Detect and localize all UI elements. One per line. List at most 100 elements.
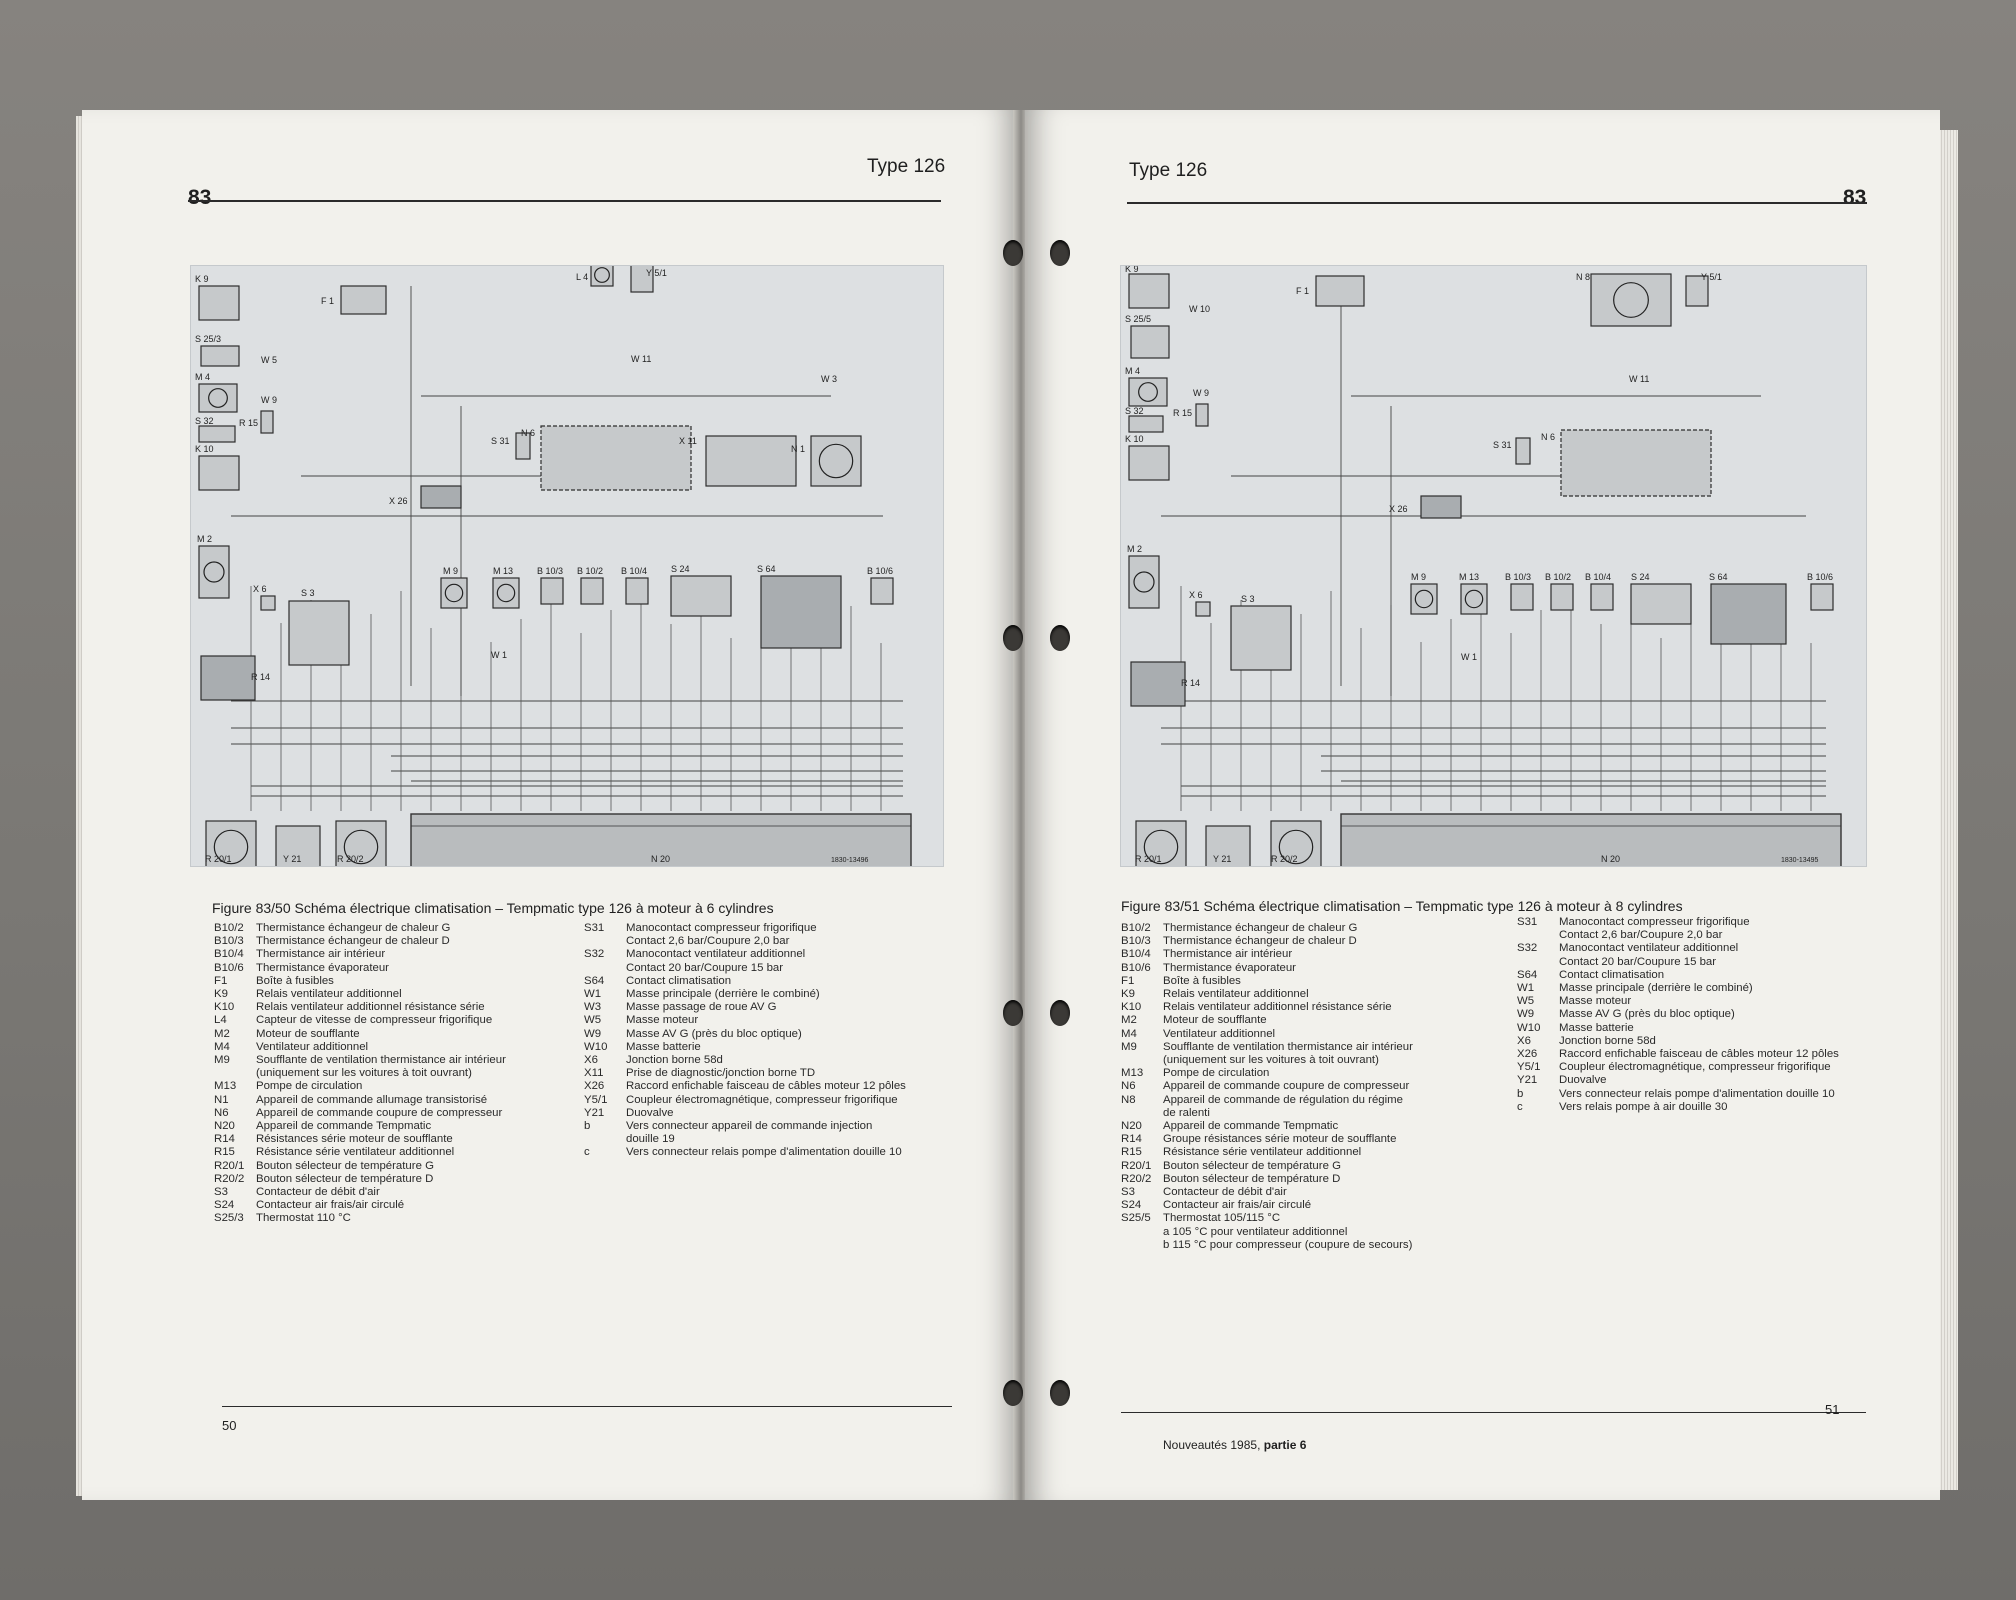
component-label: S 31 bbox=[491, 436, 510, 446]
legend-description: Appareil de commande coupure de compress… bbox=[1163, 1080, 1410, 1093]
legend-code bbox=[1517, 929, 1559, 942]
legend-code: M2 bbox=[1121, 1014, 1137, 1027]
component-box bbox=[1420, 495, 1462, 519]
legend-description: Contacteur de débit d'air bbox=[1163, 1186, 1287, 1199]
legend-description: douille 19 bbox=[626, 1133, 675, 1146]
legend-code bbox=[584, 1133, 626, 1146]
legend-code bbox=[1517, 956, 1559, 969]
component-label: S 24 bbox=[1631, 572, 1650, 582]
component-symbol bbox=[1613, 282, 1649, 318]
legend-description: Masse moteur bbox=[1559, 995, 1632, 1008]
component-box bbox=[1550, 583, 1574, 611]
legend-description: Masse batterie bbox=[1559, 1021, 1634, 1034]
legend-description: Groupe résistances série moteur de souff… bbox=[1163, 1133, 1397, 1146]
legend-description: Bouton sélecteur de température D bbox=[1163, 1172, 1341, 1185]
legend-description: Masse principale (derrière le combiné) bbox=[626, 988, 820, 1001]
legend-code: F1 bbox=[214, 974, 228, 987]
component-label: N 8 bbox=[1576, 272, 1590, 282]
component-symbol bbox=[496, 583, 516, 603]
legend-description: b 115 °C pour compresseur (coupure de se… bbox=[1163, 1238, 1413, 1251]
control-unit-box bbox=[410, 813, 912, 866]
legend-code: N6 bbox=[1121, 1080, 1136, 1093]
chapter-number: 83 bbox=[1843, 186, 1867, 209]
legend-code bbox=[584, 962, 626, 975]
component-label: Y 21 bbox=[1213, 854, 1231, 864]
legend-description: (uniquement sur les voitures à toit ouvr… bbox=[256, 1067, 472, 1080]
legend-description: Appareil de commande Tempmatic bbox=[1163, 1120, 1339, 1133]
legend-item: Contact 20 bar/Coupure 15 bar bbox=[1517, 956, 1839, 969]
legend-description: Thermistance air intérieur bbox=[1163, 948, 1293, 961]
legend-code: X11 bbox=[584, 1067, 604, 1080]
legend-description: a 105 °C pour ventilateur additionnel bbox=[1163, 1225, 1348, 1238]
legend-description: Duovalve bbox=[626, 1106, 674, 1119]
page-number: 51 bbox=[1825, 1402, 1840, 1417]
legend-description: Contact climatisation bbox=[626, 974, 732, 987]
legend-description: Thermistance évaporateur bbox=[256, 961, 389, 974]
binder-hole bbox=[1003, 1380, 1023, 1406]
component-label: K 10 bbox=[195, 444, 214, 454]
legend-description: Capteur de vitesse de compresseur frigor… bbox=[256, 1014, 493, 1027]
legend-code: S31 bbox=[1517, 916, 1538, 928]
legend-description: Pompe de circulation bbox=[256, 1080, 363, 1093]
component-box bbox=[260, 410, 274, 434]
legend-code: b bbox=[1517, 1087, 1524, 1100]
legend-code: M13 bbox=[1121, 1067, 1144, 1080]
legend-description: Contacteur air frais/air circulé bbox=[256, 1199, 405, 1212]
legend-code: B10/6 bbox=[214, 961, 244, 974]
legend-code: B10/3 bbox=[214, 935, 244, 948]
legend-code: S25/5 bbox=[1121, 1212, 1151, 1225]
legend-description: Relais ventilateur additionnel résistanc… bbox=[1163, 1001, 1392, 1014]
type-title: Type 126 bbox=[867, 156, 946, 177]
component-label: N 6 bbox=[1541, 432, 1555, 442]
component-box bbox=[1130, 661, 1186, 707]
legend-description: Manocontact ventilateur additionnel bbox=[626, 948, 806, 961]
chapter-number: 83 bbox=[188, 186, 212, 209]
legend-description: Vers connecteur relais pompe d'alimentat… bbox=[626, 1146, 902, 1159]
component-label: B 10/6 bbox=[867, 566, 893, 576]
component-label: X 26 bbox=[1389, 504, 1408, 514]
component-label: M 2 bbox=[1127, 544, 1142, 554]
legend-description: Masse moteur bbox=[626, 1014, 699, 1027]
component-label: K 10 bbox=[1125, 434, 1144, 444]
component-label: R 20/2 bbox=[1271, 854, 1298, 864]
legend-description: Contacteur air frais/air circulé bbox=[1163, 1199, 1312, 1212]
legend-code: b bbox=[584, 1120, 591, 1133]
header-rule bbox=[188, 200, 941, 202]
legend-code bbox=[1121, 1239, 1163, 1252]
legend-code: K9 bbox=[1121, 988, 1135, 1001]
legend-code: B10/3 bbox=[1121, 935, 1151, 948]
legend-code bbox=[1121, 1226, 1163, 1239]
legend-description: Thermistance échangeur de chaleur G bbox=[256, 922, 451, 934]
footer-rule bbox=[222, 1406, 952, 1407]
legend-item: (uniquement sur les voitures à toit ouvr… bbox=[1121, 1054, 1413, 1067]
legend-code: X6 bbox=[1517, 1034, 1531, 1047]
legend-code: R20/2 bbox=[214, 1172, 245, 1185]
binder-hole bbox=[1050, 625, 1070, 651]
legend-code: Y5/1 bbox=[1517, 1061, 1541, 1074]
